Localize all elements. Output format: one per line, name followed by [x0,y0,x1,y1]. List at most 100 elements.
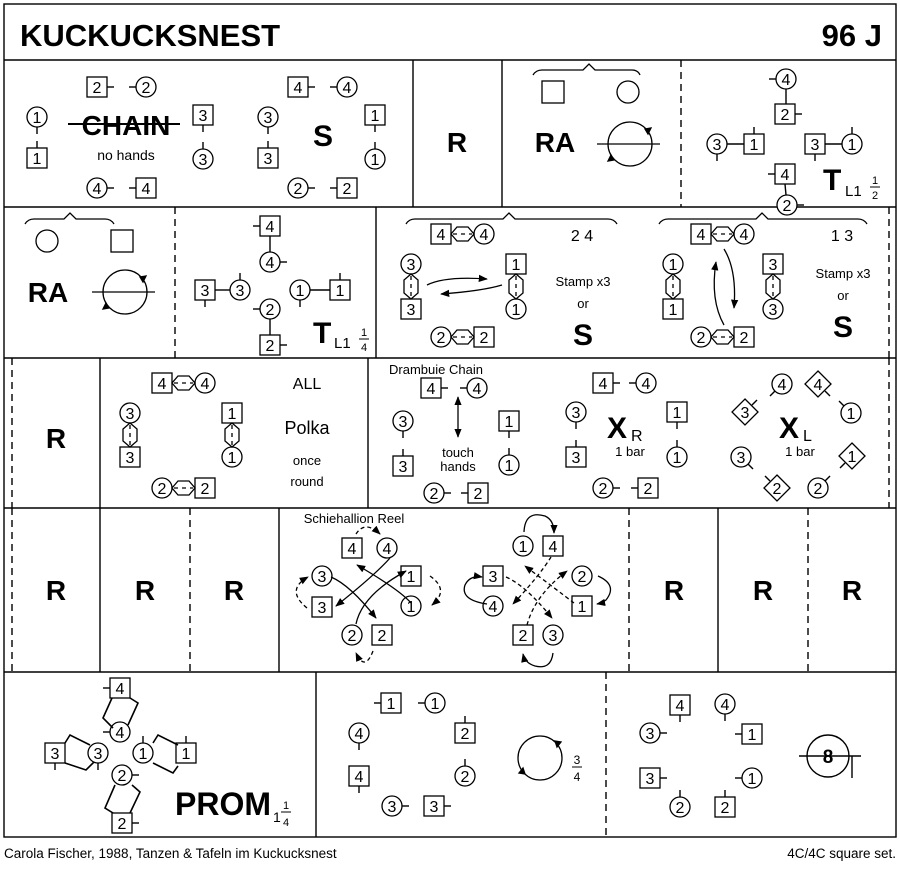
man-dancer-3: 3 [194,279,216,307]
dancer-number: 1 [407,599,416,616]
dancer-number: 4 [266,255,275,272]
rights-and-lefts-label: RA [535,127,575,158]
circle-frac-num: 3 [574,753,581,767]
woman-dancer-4: 4 [86,177,114,199]
woman-dancer-2: 2 [111,764,139,786]
cross-left-label: X [779,412,799,445]
swap-arrow-icon [723,248,739,309]
man-dancer-1: 1 [838,442,866,470]
swap-arrow-icon [426,274,488,286]
woman-dancer-3: 3 [311,565,333,587]
hands-label: hands [440,459,476,474]
dancer-number: 3 [646,771,655,788]
turn-frac-num-2: 1 [361,327,367,339]
turn-label: T [823,164,841,197]
cross-right-sub: R [631,428,643,445]
man-dancer-1: 1 [400,565,422,587]
woman-symbol-icon [616,80,640,104]
man-dancer-1: 1 [26,141,48,169]
drambuie-chain-label: Drambuie Chain [389,362,483,377]
woman-dancer-4: 4 [714,693,736,721]
woman-dancer-2: 2 [151,477,173,499]
dancer-number: 3 [318,600,327,617]
dancer-number: 4 [599,376,608,393]
dancer-number: 2 [599,481,608,498]
dancer-number: 1 [673,450,682,467]
reel-arrow-icon [335,557,391,607]
dashed-arrow-icon [295,576,309,609]
touch-label: touch [442,445,474,460]
dancer-number: 3 [399,414,408,431]
woman-dancer-2: 2 [669,790,691,818]
dancer-number: 1 [669,257,678,274]
man-dancer-4: 4 [592,372,620,394]
chain-note: no hands [97,147,155,163]
woman-dancer-3: 3 [392,410,414,438]
dance-code: 96 J [822,18,882,53]
brace-icon-4 [658,212,868,225]
dancer-number: 4 [489,599,498,616]
man-dancer-3: 3 [804,133,826,161]
man-dancer-1: 1 [743,127,765,155]
man-dancer-1: 1 [571,595,593,617]
woman-dancer-4: 4 [473,223,495,245]
reel-arrow-icon [356,564,412,604]
woman-dancer-4: 4 [376,537,398,559]
dancer-number: 4 [814,377,823,394]
woman-dancer-4: 4 [460,377,488,399]
man-dancer-4: 4 [341,537,363,559]
dancer-number: 1 [387,696,396,713]
dancer-number: 1 [371,108,380,125]
dancer-number: 2 [676,800,685,817]
dancer-number: 1 [848,137,857,154]
woman-dancer-1: 1 [364,142,386,170]
woman-dancer-3: 3 [381,795,409,817]
man-dancer-4: 4 [129,177,157,199]
dancer-number: 4 [142,181,151,198]
dancer-number: 4 [116,681,125,698]
dancer-number: 3 [264,110,273,127]
dancer-number: 1 [748,771,757,788]
man-dancer-3: 3 [565,440,587,468]
cross-right-label: X [607,412,627,445]
reel-label-r4-3: R [224,575,244,606]
promenade-frac-num: 1 [283,800,289,812]
dancer-number: 2 [266,302,275,319]
dancer-number: 2 [201,481,210,498]
stamp-couples-13: 1 3 [831,228,853,245]
man-dancer-4: 4 [430,223,452,245]
woman-dancer-2: 2 [690,326,712,348]
dancer-number: 4 [782,72,791,89]
brace-icon-3 [405,212,618,225]
man-dancer-3: 3 [482,565,504,587]
woman-dancer-3: 3 [229,273,251,301]
man-dancer-3: 3 [639,767,667,789]
dancer-number: 3 [264,151,273,168]
dancer-number: 2 [721,800,730,817]
dancer-number: 2 [118,768,127,785]
cross-left-sub: L [803,428,812,445]
woman-dancer-2: 2 [287,177,315,199]
man-dancer-2: 2 [763,474,791,502]
schiehallion-label: Schiehallion Reel [304,511,405,526]
woman-dancer-4: 4 [769,373,793,397]
man-symbol-icon-2 [110,229,134,253]
woman-dancer-1: 1 [400,595,422,617]
man-dancer-2: 2 [774,103,802,125]
dancer-number: 4 [355,769,364,786]
woman-dancer-2: 2 [454,759,476,787]
circle-turn-icon [597,121,660,167]
turn-sub: L1 [845,183,862,200]
dancer-number: 2 [158,481,167,498]
dancer-number: 3 [713,137,722,154]
man-dancer-4: 4 [804,370,832,398]
dancer-number: 3 [236,283,245,300]
woman-dancer-3: 3 [565,401,587,429]
dancer-number: 3 [407,302,416,319]
woman-dancer-3: 3 [762,298,784,320]
reel-arrow-icon [355,570,407,625]
man-dancer-1: 1 [662,298,684,320]
dancer-number: 3 [388,799,397,816]
woman-dancer-1: 1 [666,440,688,468]
